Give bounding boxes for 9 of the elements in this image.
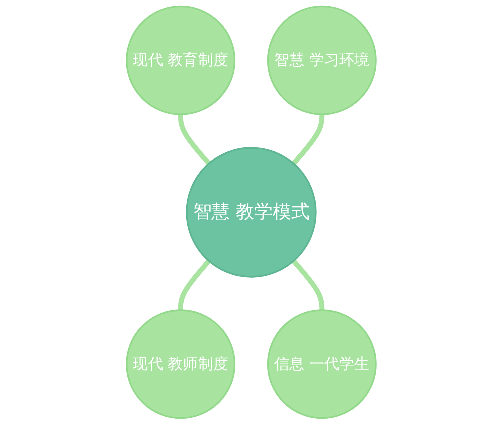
- connector: [178, 114, 212, 166]
- connector: [292, 114, 325, 166]
- node-circle: 现代 教育制度: [126, 6, 236, 116]
- connector: [292, 260, 325, 310]
- node-circle: 智慧 学习环境: [267, 6, 377, 116]
- connector: [178, 260, 212, 310]
- node-circle: 现代 教师制度: [126, 310, 236, 420]
- node-circle: 信息 一代学生: [267, 310, 377, 420]
- node-circle: 智慧 教学模式: [186, 147, 317, 278]
